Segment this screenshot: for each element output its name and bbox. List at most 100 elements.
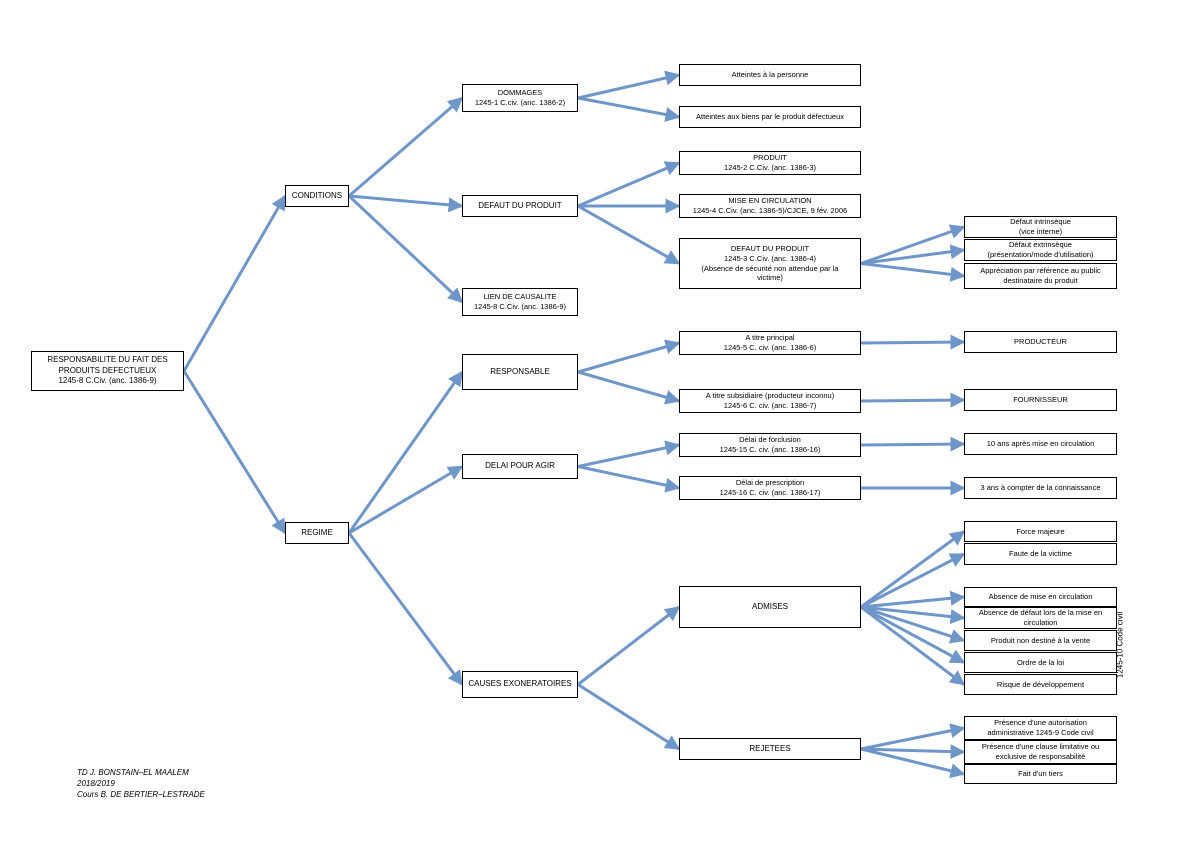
- node-absence-mise-circulation: Absence de mise en circulation: [964, 587, 1117, 607]
- node-text-line: (Absence de sécurité non attendue par la: [701, 263, 839, 273]
- node-text-line: Absence de mise en circulation: [988, 592, 1093, 602]
- footer-line: TD J. BONSTAIN–EL MAALEM: [77, 768, 189, 777]
- node-admises: ADMISES: [679, 586, 861, 628]
- node-ordre-de-la-loi: Ordre de la loi: [964, 652, 1117, 673]
- node-produit-non-destine: Produit non destiné à la vente: [964, 630, 1117, 651]
- node-text-line: 1245-3 C.Civ. (anc. 1386-4): [724, 253, 816, 263]
- node-text-line: Faute de la victime: [1009, 549, 1072, 559]
- node-text-line: Délai de prescription: [735, 478, 805, 488]
- connector-arrow: [860, 605, 966, 686]
- node-text-line: Absence de défaut lors de la mise en: [978, 608, 1103, 618]
- node-atteintes-biens: Atteintes aux biens par le produit défec…: [679, 106, 861, 128]
- connector-arrow: [860, 262, 966, 282]
- node-text-line: Présence d'une autorisation: [994, 718, 1087, 728]
- node-text-line: Force majeure: [1016, 526, 1065, 536]
- node-text-line: victime): [757, 273, 783, 283]
- node-defaut-du-produit: DEFAUT DU PRODUIT: [462, 195, 578, 217]
- node-text-line: A titre subsidiaire (producteur inconnu): [705, 391, 835, 401]
- node-text-line: PRODUIT: [753, 153, 787, 163]
- connector-arrow: [860, 605, 966, 625]
- node-regime: REGIME: [285, 522, 349, 544]
- node-defaut-intrinseque: Défaut intrinsèque(vice interne): [964, 216, 1117, 238]
- node-text-line: Défaut intrinsèque: [1010, 217, 1071, 227]
- node-text-line: circulation: [1023, 618, 1058, 627]
- node-text-line: Atteintes aux biens par le produit défec…: [695, 112, 844, 122]
- connector-arrow: [860, 747, 966, 779]
- node-text-line: 1245-8 C.Civ. (anc. 1386-9): [474, 302, 566, 311]
- connector-arrow: [348, 465, 464, 535]
- connector-arrow: [182, 194, 287, 372]
- connector-arrow: [860, 605, 966, 664]
- node-text-line: FOURNISSEUR: [1013, 395, 1068, 405]
- node-dix-ans: 10 ans après mise en circulation: [964, 433, 1117, 455]
- node-text-line: (vice interne): [1018, 227, 1063, 236]
- node-text-line: 1245-6 C. civ. (anc. 1386-7): [723, 401, 817, 410]
- connector-arrow: [577, 605, 681, 686]
- node-text-line: REJETEES: [749, 743, 791, 753]
- node-defaut-extrinseque: Défaut extrinsèque(présentation/mode d'u…: [964, 239, 1117, 261]
- connector-arrow: [577, 161, 681, 208]
- node-rejetees: REJETEES: [679, 738, 861, 760]
- node-text-line: Présence d'une clause limitative ou: [981, 742, 1100, 752]
- node-text-line: 10 ans après mise en circulation: [986, 439, 1095, 449]
- node-text-line: Délai de forclusion: [739, 435, 801, 445]
- node-text-line: CONDITIONS: [291, 190, 343, 200]
- connector-arrow: [347, 532, 464, 686]
- node-text-line: DEFAUT DU PRODUIT: [478, 200, 562, 210]
- connector-arrow: [182, 370, 287, 535]
- node-text-line: Défaut extrinsèque: [1009, 240, 1072, 250]
- connector-arrow: [860, 605, 966, 644]
- node-text-line: LIEN DE CAUSALITE: [483, 292, 557, 302]
- connector-arrow: [860, 334, 966, 350]
- connector-arrow: [860, 530, 966, 609]
- connector-arrow: [577, 339, 681, 374]
- connector-arrow: [577, 370, 681, 405]
- connector-arrow: [860, 392, 966, 408]
- node-text-line: Appréciation par référence au public: [980, 266, 1101, 276]
- node-text-line: exclusive de responsabilité: [995, 752, 1086, 761]
- node-conditions: CONDITIONS: [285, 185, 349, 207]
- node-fait-tiers: Fait d'un tiers: [964, 764, 1117, 784]
- connector-arrow: [577, 96, 681, 122]
- connector-arrow: [577, 465, 681, 493]
- footer-line: 2018/2019: [77, 778, 115, 788]
- node-delai-pour-agir: DELAI POUR AGIR: [462, 454, 578, 479]
- node-text-line: Ordre de la loi: [1016, 657, 1065, 667]
- node-text-line: Fait d'un tiers: [1018, 769, 1063, 779]
- node-responsable: RESPONSABLE: [462, 354, 578, 390]
- connector-arrow: [577, 70, 681, 100]
- node-text-line: 1245-1 C.civ. (anc. 1386-2): [474, 98, 566, 107]
- node-force-majeure: Force majeure: [964, 521, 1117, 542]
- node-text-line: 3 ans à compter de la connaissance: [980, 483, 1101, 493]
- node-text-line: destinataire du produit: [1003, 276, 1078, 285]
- footer-line: Cours B. DE BERTIER–LESTRADE: [77, 789, 205, 799]
- node-text-line: 1245-16 C. civ. (anc. 1386-17): [719, 488, 821, 497]
- connector-arrow: [348, 194, 464, 213]
- node-text-line: 1245-4 C.Civ. (anc. 1386-5)/CJCE, 9 fév.…: [692, 206, 848, 215]
- node-faute-victime: Faute de la victime: [964, 543, 1117, 565]
- node-text-line: DOMMAGES: [497, 88, 543, 98]
- node-atteintes-personne: Atteintes à la personne: [679, 64, 861, 86]
- connector-arrow: [860, 552, 966, 609]
- node-text-line: RESPONSABILITE DU FAIT DES: [47, 355, 168, 365]
- connector-arrow: [860, 590, 966, 609]
- connector-arrow: [348, 96, 464, 198]
- connector-arrow: [577, 440, 681, 468]
- connector-arrow: [577, 683, 681, 751]
- node-text-line: CAUSES EXONERATOIRES: [468, 679, 572, 689]
- node-trois-ans: 3 ans à compter de la connaissance: [964, 477, 1117, 499]
- footer-credits: TD J. BONSTAIN–EL MAALEM 2018/2019 Cours…: [77, 768, 205, 800]
- node-text-line: ADMISES: [751, 601, 788, 611]
- connector-arrow: [577, 204, 681, 265]
- connector-arrow: [860, 436, 966, 452]
